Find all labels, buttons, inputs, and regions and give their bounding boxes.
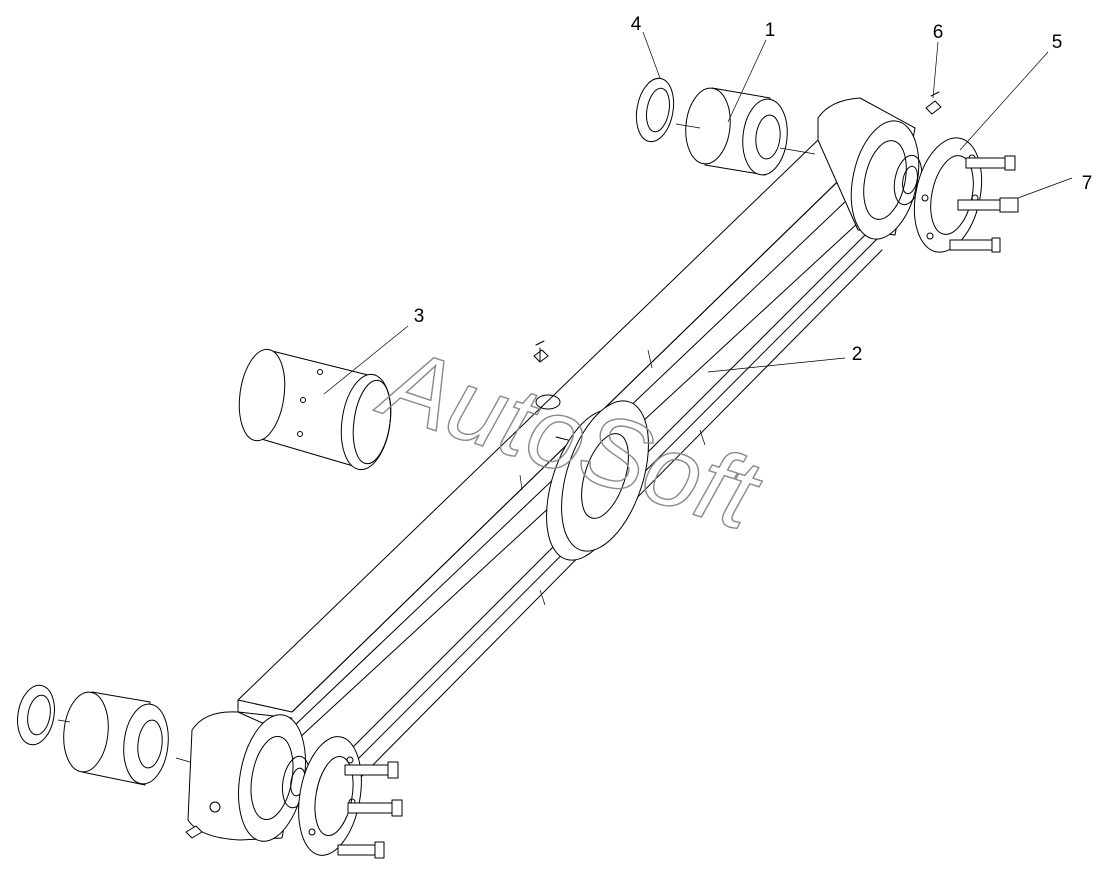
center-bushing bbox=[238, 348, 392, 471]
flange-cover-right bbox=[913, 137, 983, 253]
callout-6: 6 bbox=[933, 22, 944, 43]
callout-1: 1 bbox=[765, 20, 776, 41]
bushing-left bbox=[63, 691, 169, 786]
grease-nipple-right bbox=[925, 91, 942, 115]
callout-7: 7 bbox=[1082, 173, 1093, 194]
seal-ring-right bbox=[635, 77, 675, 143]
housing-right bbox=[817, 97, 923, 240]
bolts-right bbox=[949, 155, 1019, 253]
bushing-right bbox=[685, 87, 788, 176]
callout-4: 4 bbox=[631, 14, 642, 35]
housing-left bbox=[187, 711, 311, 842]
bolts-left bbox=[337, 761, 403, 859]
callout-5: 5 bbox=[1052, 32, 1063, 53]
callout-3: 3 bbox=[414, 306, 425, 327]
grease-nipple-center bbox=[533, 340, 549, 363]
callout-labels: 1 2 3 4 5 6 7 bbox=[414, 14, 1093, 365]
callout-2: 2 bbox=[852, 344, 863, 365]
beam-center-boss bbox=[535, 394, 649, 561]
grease-nipple-left bbox=[185, 825, 203, 839]
leader-lines bbox=[323, 31, 1073, 395]
seal-ring-left bbox=[17, 684, 55, 746]
